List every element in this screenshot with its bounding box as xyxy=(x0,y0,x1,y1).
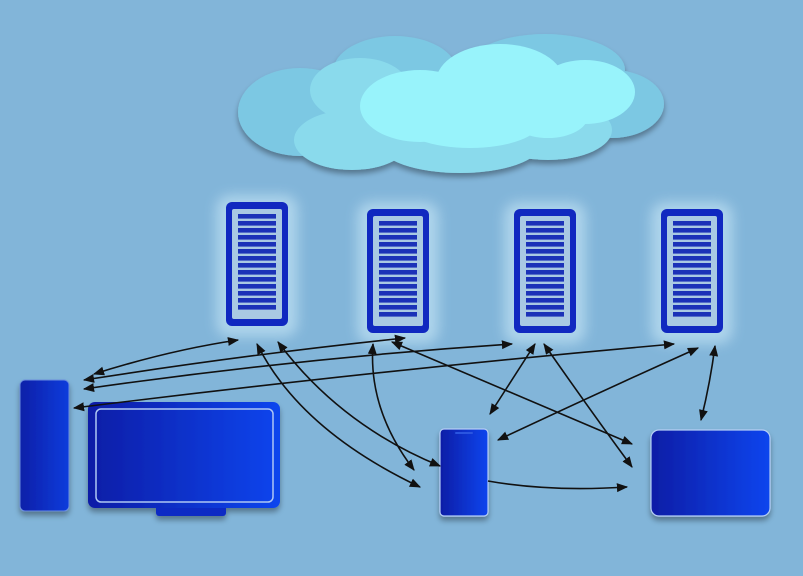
link-server2-phone xyxy=(367,342,415,471)
computer-tower-icon xyxy=(19,379,70,512)
smartphone-icon xyxy=(439,428,489,517)
server-rack-1 xyxy=(216,195,298,337)
server-rack-icon xyxy=(367,209,429,333)
connection-arrows xyxy=(72,334,719,493)
server-rack-icon xyxy=(514,209,576,333)
tablet-icon xyxy=(650,429,771,517)
cloud-icon xyxy=(238,34,664,173)
server-rack-icon xyxy=(661,209,723,333)
server-rack-3 xyxy=(504,202,586,344)
link-server1-phone-2 xyxy=(277,341,442,467)
monitor-icon xyxy=(88,402,280,516)
server-rack-2 xyxy=(357,202,439,344)
link-server4-phone xyxy=(496,347,700,441)
server-rack-4 xyxy=(651,202,733,344)
server-rack-icon xyxy=(226,202,288,326)
link-phone-tablet xyxy=(487,480,629,493)
link-server4-tablet xyxy=(699,344,719,422)
